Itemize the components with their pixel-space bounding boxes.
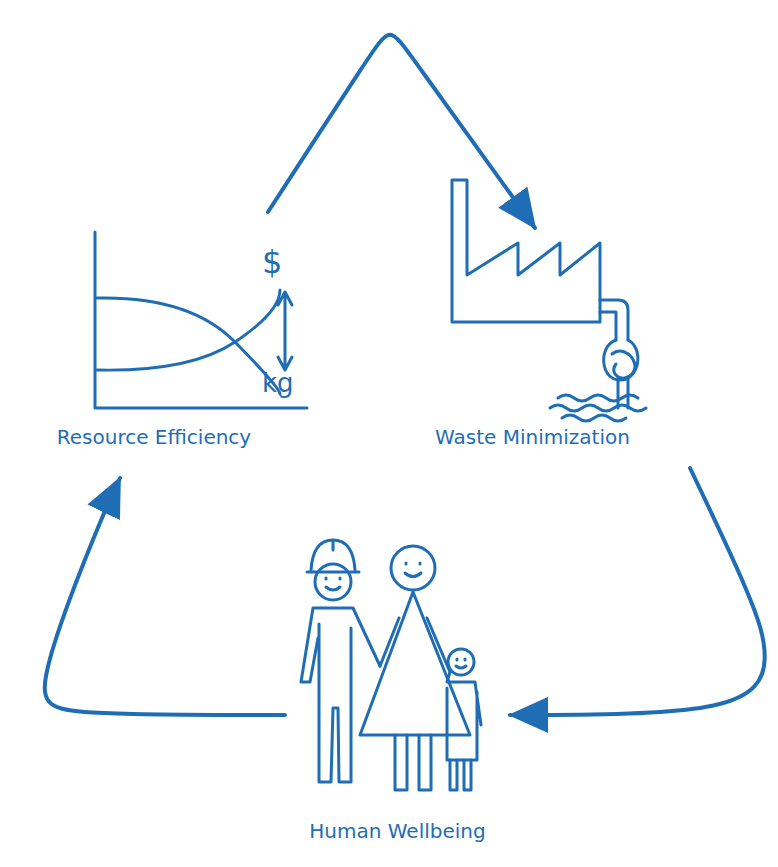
woman-face (405, 563, 421, 577)
waste-pipe (618, 378, 628, 408)
hard-hat (307, 540, 359, 572)
people-illustration (301, 540, 481, 790)
waste-pipe (600, 300, 628, 340)
worker-body (301, 608, 380, 782)
cycle-arrow (45, 478, 285, 715)
worker-head (315, 564, 351, 600)
double-arrow (278, 292, 292, 370)
stage-label: Waste Minimization (430, 424, 635, 450)
woman-head (391, 546, 435, 590)
axis-unit-label: kg (262, 370, 294, 396)
woman-legs (395, 735, 431, 790)
child-body (447, 672, 481, 760)
chart-curve (97, 290, 280, 370)
child-legs (450, 760, 471, 790)
cycle-arrow (268, 35, 535, 228)
cycle-arrow (510, 468, 765, 715)
pipe-knot (612, 351, 635, 378)
worker-face (326, 578, 340, 590)
factory-building (452, 180, 600, 322)
stage-label: Resource Efficiency (40, 424, 268, 450)
child-head (448, 649, 474, 675)
water-waves (550, 395, 646, 421)
axis-unit-label: $ (262, 246, 282, 278)
stage-node: Resource Efficiency (40, 212, 330, 478)
stage-label: Human Wellbeing (285, 818, 510, 844)
factory-illustration (452, 180, 646, 421)
chart-curve (97, 298, 280, 394)
stage-node: Human Wellbeing (285, 520, 510, 865)
child-face (456, 659, 466, 668)
woman-dress (360, 592, 470, 735)
chart-axes (95, 232, 307, 408)
cost-chart-illustration (95, 232, 307, 408)
stage-node: Waste Minimization (430, 228, 690, 468)
pipe-knot (604, 340, 638, 380)
woman-arms (380, 618, 450, 672)
